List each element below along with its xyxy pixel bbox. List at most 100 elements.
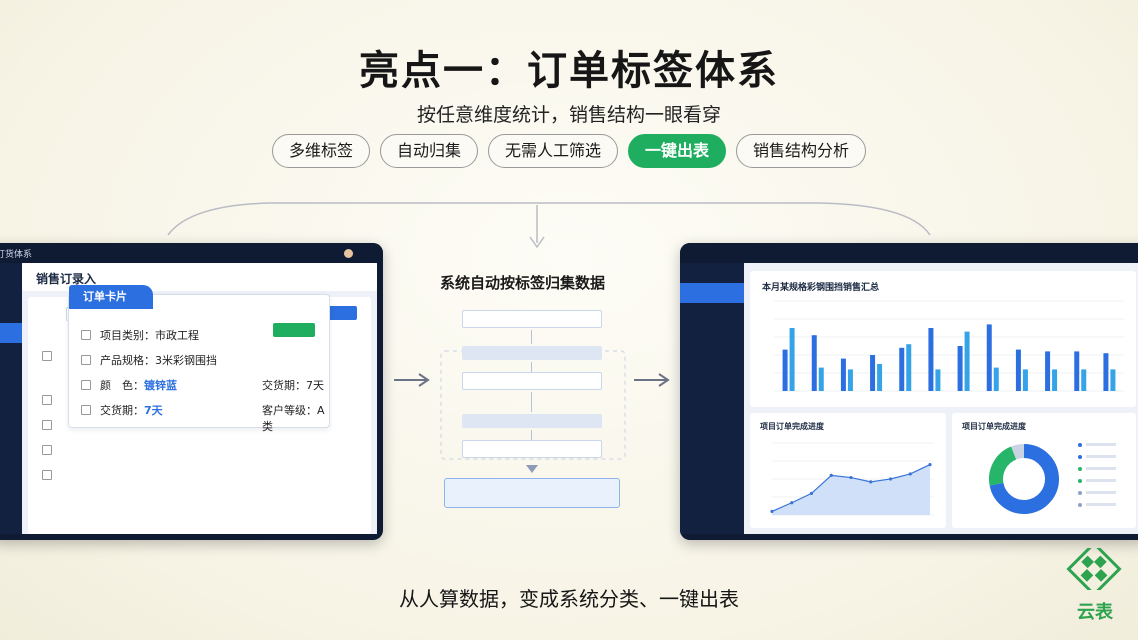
bar: [1015, 349, 1021, 391]
order-card: 订单卡片 项目类别：市政工程 产品规格：3米彩钢围挡 颜 色：镀锌蓝 交货期：7…: [68, 285, 330, 433]
card-row-spec: 产品规格：3米彩钢围挡: [81, 352, 217, 368]
donut-chart: [989, 443, 1116, 514]
order-card-tab[interactable]: 订单卡片: [69, 285, 153, 309]
line-chart-panel: 项目订单完成进度: [750, 413, 946, 528]
flow-result: [444, 478, 620, 508]
row-checkbox[interactable]: [42, 420, 52, 430]
donut-slice: [1011, 444, 1025, 460]
donut-slice: [989, 444, 1059, 514]
card-action-button[interactable]: [273, 323, 315, 337]
donut-chart-title: 项目订单完成进度: [962, 422, 1026, 431]
bar: [782, 349, 788, 391]
bar: [877, 364, 883, 391]
row-checkbox[interactable]: [42, 470, 52, 480]
bar: [1052, 369, 1058, 391]
legend-text-line: [1086, 503, 1116, 506]
legend-marker: [1078, 491, 1082, 495]
bar: [1022, 369, 1028, 391]
legend-marker: [1078, 467, 1082, 471]
bar: [928, 328, 934, 391]
flow-step-2: [462, 346, 602, 360]
line-point: [928, 463, 932, 467]
left-page-title: 销售订录入: [36, 272, 97, 286]
bar: [1045, 351, 1051, 391]
connector-arc: [167, 202, 931, 249]
bar: [811, 335, 817, 391]
card-row-customer-level: 客户等级：A类: [262, 404, 325, 433]
arrow-right-icon: [634, 373, 670, 387]
arrow-right-icon: [394, 373, 430, 387]
flow-step-1: [462, 310, 602, 328]
chip-auto-collect[interactable]: 自动归集: [379, 134, 478, 168]
bar: [847, 369, 853, 391]
chip-no-manual-filter[interactable]: 无需人工筛选: [487, 134, 618, 168]
chip-one-click-report[interactable]: 一键出表: [628, 134, 727, 168]
bar-chart: [774, 300, 1124, 392]
bar: [1074, 351, 1080, 391]
line-point: [888, 477, 893, 481]
feature-chips: 多维标签 自动归集 无需人工筛选 一键出表 销售结构分析: [0, 134, 1138, 168]
line-point: [869, 480, 873, 484]
legend-text-line: [1086, 443, 1116, 446]
bar: [1110, 369, 1116, 391]
line-point: [809, 491, 814, 495]
bar-chart-panel: 本月某规格彩钢围挡销售汇总: [750, 271, 1136, 407]
bar: [964, 331, 970, 391]
legend-marker: [1078, 443, 1082, 447]
line-point: [770, 509, 774, 513]
legend-text-line: [1086, 467, 1116, 470]
card-row-category: 项目类别：市政工程: [81, 327, 199, 343]
bar-chart-title: 本月某规格彩钢围挡销售汇总: [762, 283, 880, 293]
line-area: [772, 464, 930, 515]
flow-step-4: [462, 414, 602, 428]
logo-text: 云表: [1077, 602, 1113, 623]
bar: [1081, 369, 1087, 391]
bar: [899, 347, 905, 391]
left-topbar: 订货体系: [0, 243, 383, 263]
right-topbar: [680, 243, 1138, 263]
bar: [1103, 353, 1109, 391]
page-subtitle: 按任意维度统计，销售结构一眼看穿: [416, 104, 721, 126]
line-point: [829, 473, 833, 477]
user-avatar: [344, 248, 353, 258]
legend-text-line: [1086, 455, 1116, 458]
bar: [957, 346, 963, 391]
row-checkbox[interactable]: [42, 445, 52, 455]
left-laptop: 订货体系 销售订录入 订单卡片 项目类别：市政工程: [0, 243, 383, 540]
donut-slice: [989, 446, 1017, 486]
flow-title: 系统自动按标签归集数据: [440, 274, 606, 292]
bar: [870, 355, 876, 391]
bottom-caption: 从人算数据，变成系统分类、一键出表: [399, 587, 739, 611]
left-sidebar: [0, 263, 22, 534]
line-point: [849, 475, 853, 480]
line-point: [908, 472, 912, 476]
bar: [935, 369, 941, 391]
legend-text-line: [1086, 491, 1116, 494]
bar: [789, 328, 795, 391]
legend-marker: [1078, 479, 1082, 483]
left-app-name: 订货体系: [0, 249, 33, 260]
card-row-delivery: 交货期：7天: [81, 402, 163, 418]
header-checkbox[interactable]: [42, 351, 52, 361]
row-checkbox[interactable]: [42, 395, 52, 405]
card-row-delivery-right: 交货期：7天: [262, 379, 324, 392]
flow-arrow-icon: [526, 465, 538, 473]
yunbiao-logo-icon: [1066, 548, 1122, 590]
bar: [818, 367, 824, 391]
bar: [840, 358, 846, 391]
line-point: [790, 501, 794, 505]
flow-step-3: [462, 372, 602, 390]
page-title: 亮点一：订单标签体系: [359, 48, 779, 94]
legend-marker: [1078, 503, 1082, 507]
flow-step-5: [462, 440, 602, 458]
bar: [993, 367, 999, 391]
chip-multi-tags[interactable]: 多维标签: [271, 134, 370, 168]
legend-text-line: [1086, 479, 1116, 482]
bar: [906, 344, 912, 391]
card-row-color: 颜 色：镀锌蓝: [81, 377, 177, 393]
line-chart-title: 项目订单完成进度: [760, 422, 824, 431]
bar: [986, 324, 992, 391]
chip-sales-structure[interactable]: 销售结构分析: [736, 134, 867, 168]
right-sidebar: [680, 263, 744, 534]
line-chart: [770, 442, 934, 516]
